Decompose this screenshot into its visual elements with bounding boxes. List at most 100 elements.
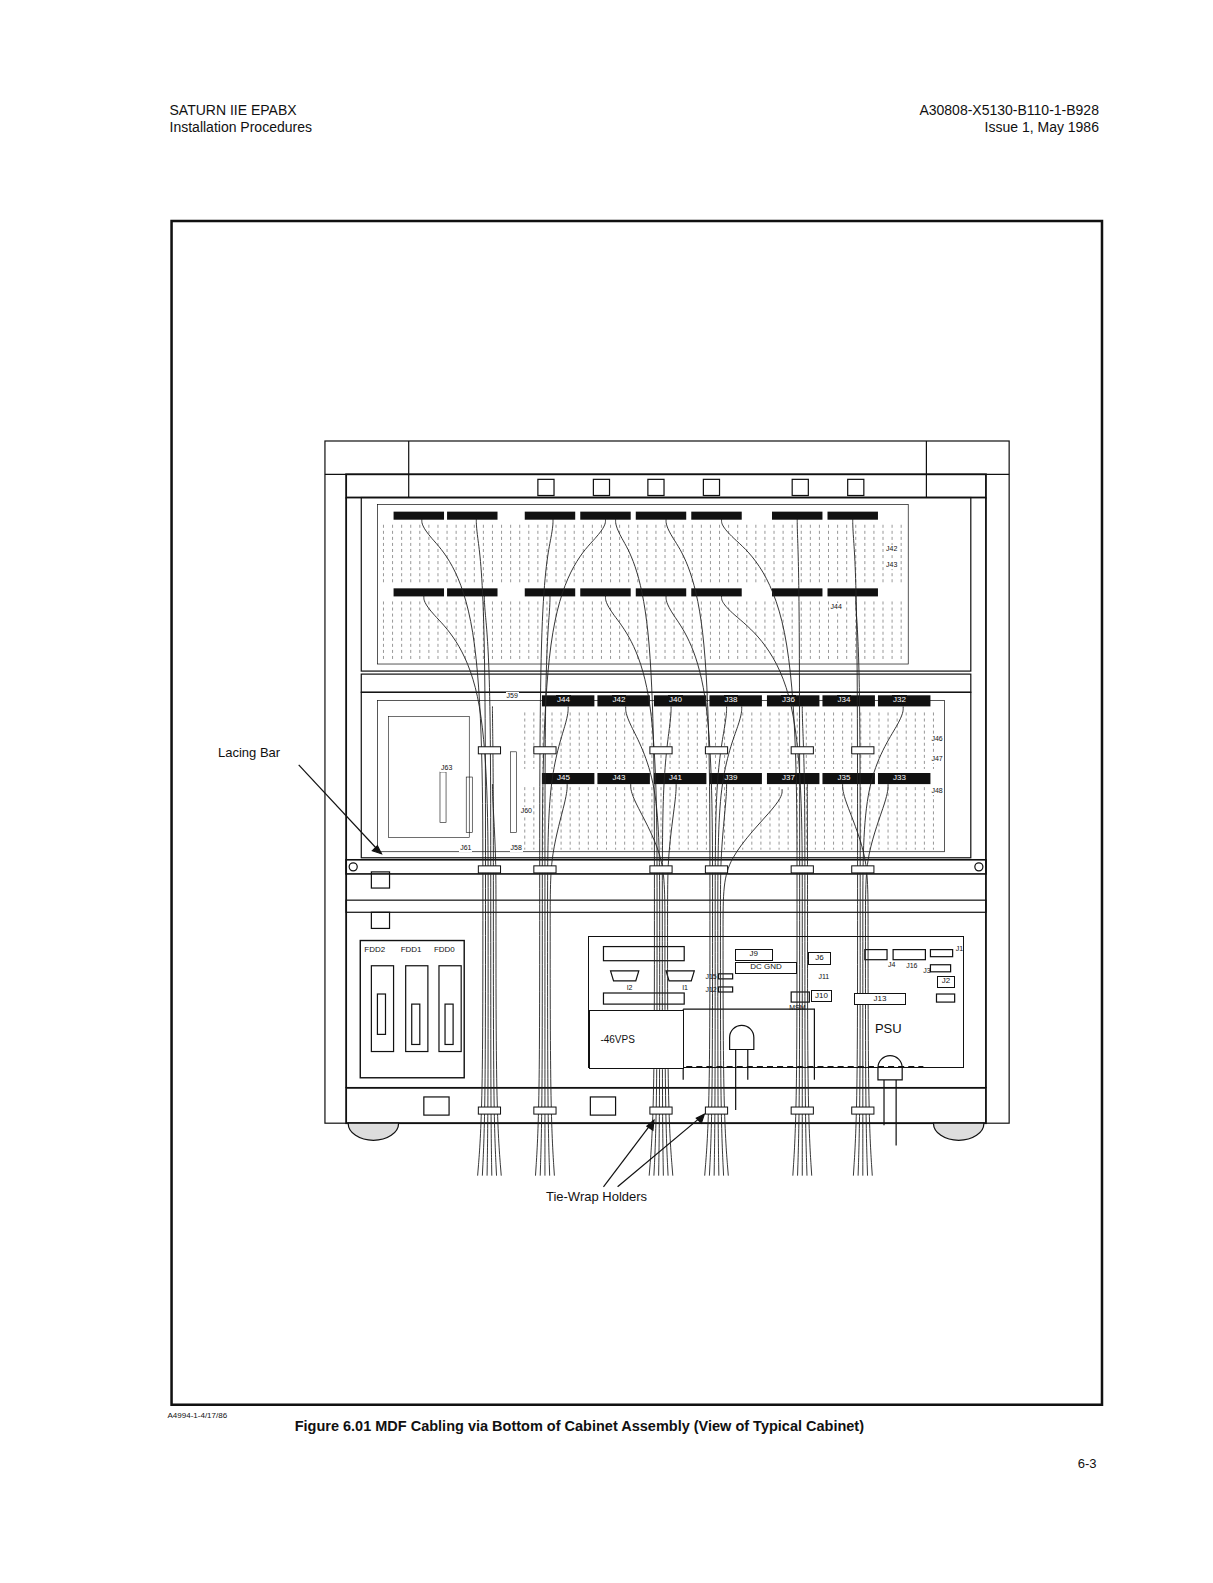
connector-label: FDD2 bbox=[364, 945, 385, 954]
card-edge bbox=[697, 712, 698, 769]
card-edge bbox=[788, 787, 789, 850]
card-edge bbox=[419, 525, 420, 584]
card-edge bbox=[888, 787, 889, 850]
card-edge bbox=[710, 601, 711, 662]
connector-label: J43 bbox=[612, 773, 627, 782]
card-edge bbox=[883, 601, 884, 662]
lower-shelf bbox=[361, 692, 971, 858]
card-edge bbox=[837, 525, 838, 584]
card-edge bbox=[824, 787, 825, 850]
card-edge bbox=[665, 601, 666, 662]
card-edge bbox=[733, 712, 734, 769]
cable-strand bbox=[422, 519, 483, 1176]
rail-connectors bbox=[538, 479, 864, 495]
card-edge bbox=[665, 525, 666, 584]
leader-line bbox=[299, 765, 382, 854]
connector-label: J59 bbox=[506, 692, 519, 700]
connector-bar bbox=[525, 588, 575, 596]
card-edge bbox=[674, 525, 675, 584]
card-edge bbox=[792, 525, 793, 584]
tie-wrap bbox=[852, 1107, 874, 1114]
psu-panel: PSU-46VPSJ9DC GNDJ6J10J13J2 bbox=[588, 936, 963, 1067]
connector-bar bbox=[636, 512, 686, 520]
card-edge bbox=[510, 601, 511, 662]
card-edge bbox=[760, 787, 761, 850]
connector-bar bbox=[394, 588, 444, 596]
card-edge bbox=[651, 787, 652, 850]
card-edge bbox=[655, 601, 656, 662]
tie-wrap bbox=[650, 866, 672, 873]
card-edge bbox=[692, 525, 693, 584]
connector-bar bbox=[691, 588, 741, 596]
cable-strand bbox=[722, 595, 803, 1175]
card-edge bbox=[392, 601, 393, 662]
card-edge bbox=[697, 787, 698, 850]
card-edge bbox=[519, 601, 520, 662]
card-edge bbox=[815, 712, 816, 769]
cable-strand bbox=[865, 784, 888, 1176]
card-edge bbox=[474, 601, 475, 662]
card-edge bbox=[728, 601, 729, 662]
card-edge bbox=[764, 601, 765, 662]
card-edge bbox=[869, 787, 870, 850]
card-edge bbox=[779, 787, 780, 850]
card-edge bbox=[556, 601, 557, 662]
card-edge bbox=[833, 787, 834, 850]
card-edge bbox=[746, 601, 747, 662]
card-edge bbox=[556, 525, 557, 584]
floppy-bay bbox=[360, 941, 464, 1078]
card-edge bbox=[570, 712, 571, 769]
card-edge bbox=[660, 712, 661, 769]
page-note: A4994-1-4/17/86 bbox=[168, 1411, 228, 1420]
psu-connector bbox=[603, 947, 684, 961]
card-edge bbox=[633, 712, 634, 769]
card-edge bbox=[465, 525, 466, 584]
card-edge bbox=[915, 712, 916, 769]
card-edge bbox=[788, 712, 789, 769]
tie-wrap bbox=[650, 1107, 672, 1114]
psu-component: J13 bbox=[854, 993, 906, 1005]
connector-label: J42 bbox=[885, 545, 898, 553]
tie-wrap bbox=[852, 747, 874, 754]
card-edge bbox=[783, 601, 784, 662]
card-edge bbox=[710, 525, 711, 584]
card-edge bbox=[383, 525, 384, 584]
card-edge bbox=[565, 601, 566, 662]
connector-label: J61 bbox=[459, 844, 472, 852]
card-edge bbox=[783, 525, 784, 584]
card-edge bbox=[864, 525, 865, 584]
card-edge bbox=[779, 712, 780, 769]
cable-strand bbox=[540, 519, 605, 1176]
card-edge bbox=[615, 787, 616, 850]
connector-label: J4 bbox=[888, 961, 895, 969]
psu-component: J9 bbox=[735, 949, 773, 961]
card-edge bbox=[869, 712, 870, 769]
connector-label: MSM bbox=[789, 1004, 805, 1012]
card-edge bbox=[655, 525, 656, 584]
card-edge bbox=[492, 601, 493, 662]
card-edge bbox=[737, 525, 738, 584]
card-edge bbox=[410, 601, 411, 662]
card-edge bbox=[801, 525, 802, 584]
connector-label: J44 bbox=[556, 695, 571, 704]
card-edge bbox=[724, 712, 725, 769]
card-edge bbox=[873, 601, 874, 662]
card-edge bbox=[706, 787, 707, 850]
connector-label: J34 bbox=[837, 695, 852, 704]
card-edge bbox=[701, 601, 702, 662]
card-edge bbox=[851, 712, 852, 769]
cable-strand bbox=[807, 784, 811, 1176]
connector-label: J45 bbox=[556, 773, 571, 782]
cable-strand bbox=[718, 706, 742, 1175]
connector-label: FDD0 bbox=[434, 945, 455, 954]
card-edge bbox=[746, 525, 747, 584]
component-label: -46VPS bbox=[600, 1034, 634, 1045]
card-edge bbox=[624, 787, 625, 850]
cable-strand bbox=[631, 784, 668, 1176]
card-edge bbox=[483, 525, 484, 584]
component-label: J6 bbox=[815, 954, 823, 963]
connector-bar bbox=[822, 773, 874, 784]
card-edge bbox=[842, 787, 843, 850]
card-edge bbox=[501, 601, 502, 662]
